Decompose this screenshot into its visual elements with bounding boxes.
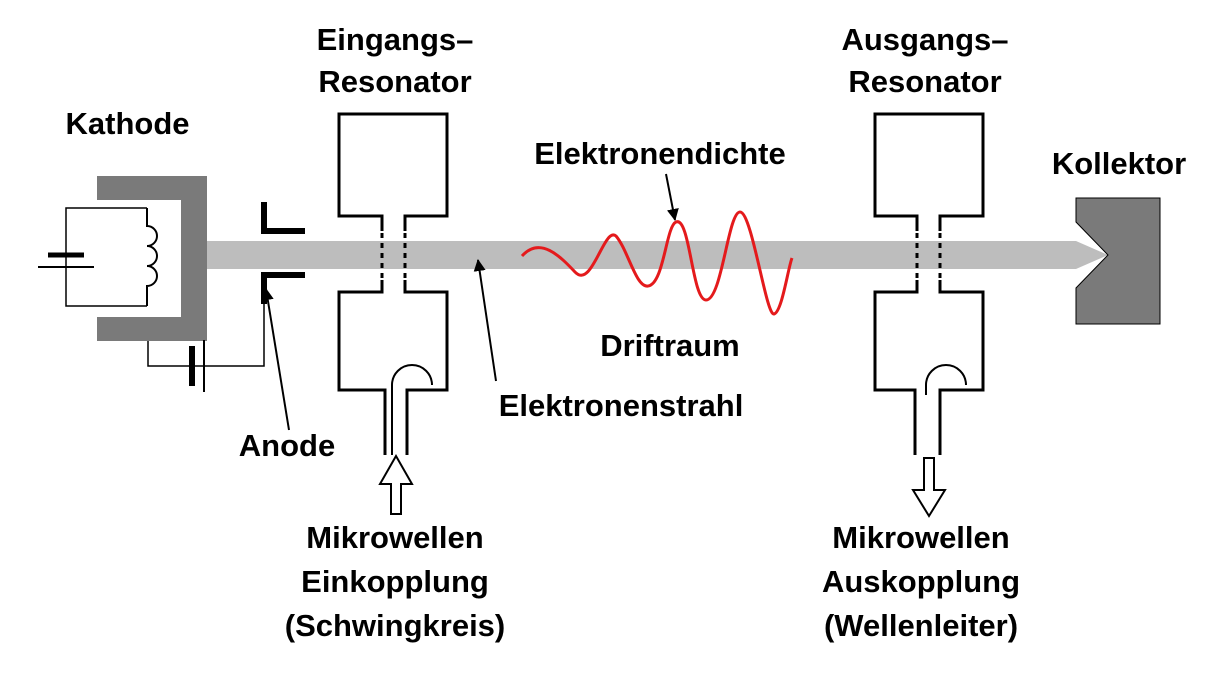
label-electron-beam: Elektronenstrahl <box>498 388 744 423</box>
label-electron-density: Elektronendichte <box>534 136 786 171</box>
label-output-resonator-1: Ausgangs– <box>841 22 1009 57</box>
label-output-coupling-1: Mikrowellen <box>832 520 1010 555</box>
label-kathode: Kathode <box>65 106 190 141</box>
beam-body <box>206 241 1108 269</box>
output-resonator-top <box>873 112 985 231</box>
electron-density-wave <box>520 210 794 316</box>
label-input-coupling-3: (Schwingkreis) <box>284 608 506 643</box>
label-output-resonator-2: Resonator <box>848 64 1002 99</box>
input-gap-marks <box>380 233 407 280</box>
battery-icon <box>38 252 94 268</box>
collector <box>1075 197 1161 325</box>
anode-bottom <box>261 272 305 304</box>
heater-coil-icon <box>146 208 158 306</box>
output-arrow-icon <box>911 457 947 518</box>
cathode-body <box>97 176 207 341</box>
input-arrow-icon <box>378 453 414 515</box>
output-resonator-bottom <box>873 280 985 455</box>
anode-top <box>261 202 305 234</box>
cathode <box>38 176 265 392</box>
label-collector: Kollektor <box>1051 146 1187 181</box>
label-input-resonator-1: Eingangs– <box>316 22 474 57</box>
label-input-resonator-2: Resonator <box>318 64 472 99</box>
anode-battery-icon <box>189 340 205 392</box>
label-output-coupling-2: Auskopplung <box>821 564 1021 599</box>
beam-pointer <box>473 259 497 382</box>
output-coupling-loop <box>925 364 967 395</box>
pointer-arrows <box>261 173 679 431</box>
input-resonator-top <box>337 112 449 231</box>
input-coupling-loop <box>391 364 433 455</box>
density-pointer <box>665 173 679 221</box>
label-anode: Anode <box>238 428 336 463</box>
input-resonator-bottom <box>337 280 449 455</box>
input-resonator <box>337 112 449 515</box>
anode-pointer <box>261 288 290 431</box>
label-input-coupling-2: Einkopplung <box>301 564 489 599</box>
label-drift-space: Driftraum <box>600 328 740 363</box>
label-output-coupling-3: (Wellenleiter) <box>823 608 1019 643</box>
electron-beam <box>206 241 1108 269</box>
anode-circuit <box>147 280 265 367</box>
label-input-coupling-1: Mikrowellen <box>306 520 484 555</box>
output-gap-marks <box>915 233 942 280</box>
output-resonator <box>873 112 985 518</box>
